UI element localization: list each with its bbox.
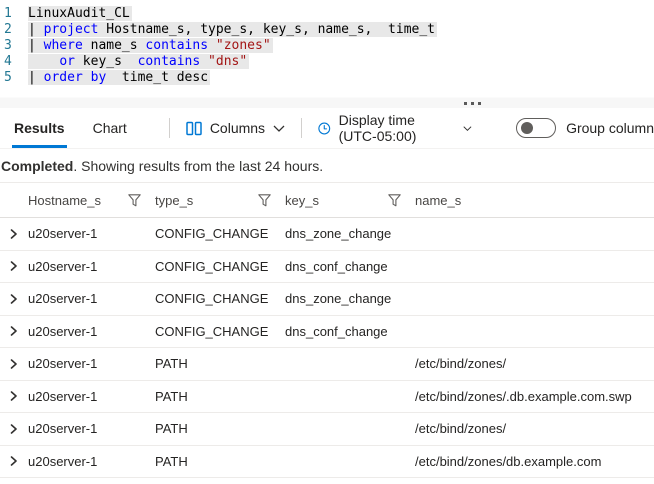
row-expand-chevron-icon[interactable] (10, 261, 18, 272)
query-code: | where name_s contains "zones" (28, 38, 273, 53)
row-expander[interactable] (0, 228, 28, 239)
column-header-label: name_s (415, 192, 462, 208)
cell-type_s: CONFIG_CHANGE (155, 226, 269, 242)
query-code: | project Hostname_s, type_s, key_s, nam… (28, 22, 437, 37)
group-columns-label: Group column (566, 120, 654, 136)
toolbar-divider (168, 118, 170, 138)
cell-type_s: CONFIG_CHANGE (155, 323, 269, 339)
cell-name_s: /etc/bind/zones/.db.example.com.swp (415, 388, 632, 404)
row-expand-chevron-icon[interactable] (10, 326, 18, 337)
column-header-key_s[interactable]: key_s (285, 193, 415, 208)
clock-icon (318, 122, 331, 134)
query-editor[interactable]: 1 LinuxAudit_CL 2 | project Hostname_s, typ… (0, 0, 654, 97)
cell-key_s: dns_conf_change (285, 323, 388, 339)
tab-results[interactable]: Results (12, 108, 67, 148)
columns-button[interactable]: Columns (186, 108, 285, 148)
line-number: 2 (4, 22, 12, 37)
columns-label: Columns (209, 120, 266, 136)
row-expander[interactable] (0, 456, 28, 467)
cell-type_s: PATH (155, 356, 188, 372)
query-code: or key_s contains "dns" (28, 54, 250, 70)
table-row[interactable]: u20server-1 PATH/etc/bind/zones/.db.examp… (0, 381, 654, 413)
query-status: Completed. Showing results from the last… (0, 149, 654, 183)
table-row[interactable]: u20server-1 CONFIG_CHANGE dns_conf_change (0, 316, 654, 348)
chevron-down-icon (463, 125, 472, 131)
cell-type_s: PATH (155, 453, 188, 469)
line-number: 3 (4, 38, 12, 53)
toggle-switch-icon[interactable] (516, 118, 557, 138)
column-header-name_s[interactable]: name_s (415, 193, 654, 208)
cell-hostname_s: u20server-1 (28, 258, 98, 274)
query-line[interactable]: 2 | project Hostname_s, type_s, key_s, na… (0, 22, 654, 38)
cell-hostname_s: u20server-1 (28, 356, 98, 372)
status-completed: Completed (1, 157, 74, 174)
line-number: 4 (4, 54, 12, 69)
query-line[interactable]: 1 LinuxAudit_CL (0, 6, 654, 22)
cell-name_s: /etc/bind/zones/ (415, 421, 507, 437)
cell-type_s: PATH (155, 421, 188, 437)
query-line[interactable]: 4 or key_s contains "dns" (0, 54, 654, 70)
column-header-label: Hostname_s (28, 192, 101, 208)
row-expander[interactable] (0, 391, 28, 402)
row-expander[interactable] (0, 293, 28, 304)
row-expander[interactable] (0, 423, 28, 434)
display-time-button[interactable]: Display time (UTC-05:00) (318, 108, 472, 148)
column-header-label: type_s (155, 192, 194, 208)
table-row[interactable]: u20server-1 CONFIG_CHANGE dns_zone_change (0, 218, 654, 251)
cell-hostname_s: u20server-1 (28, 323, 98, 339)
results-toolbar: Results Chart Columns Display time (UTC-… (0, 108, 654, 149)
row-expander[interactable] (0, 261, 28, 272)
cell-key_s: dns_conf_change (285, 258, 388, 274)
cell-hostname_s: u20server-1 (28, 291, 98, 307)
row-expand-chevron-icon[interactable] (10, 293, 18, 304)
query-line[interactable]: 3 | where name_s contains "zones" (0, 38, 654, 54)
line-number: 1 (4, 6, 12, 21)
cell-name_s: /etc/bind/zones/ (415, 356, 507, 372)
row-expand-chevron-icon[interactable] (10, 228, 18, 239)
cell-key_s: dns_zone_change (285, 226, 392, 242)
column-header-hostname_s[interactable]: Hostname_s (28, 193, 155, 208)
filter-funnel-icon[interactable] (128, 193, 141, 207)
toolbar-divider (301, 118, 303, 138)
row-expander[interactable] (0, 358, 28, 369)
cell-hostname_s: u20server-1 (28, 388, 98, 404)
table-row[interactable]: u20server-1 PATH/etc/bind/zones/ (0, 413, 654, 446)
cell-hostname_s: u20server-1 (28, 453, 98, 469)
column-header-label: key_s (285, 192, 319, 208)
cell-hostname_s: u20server-1 (28, 421, 98, 437)
tab-chart[interactable]: Chart (92, 120, 127, 136)
table-row[interactable]: u20server-1 CONFIG_CHANGE dns_conf_change (0, 251, 654, 283)
row-expand-chevron-icon[interactable] (10, 456, 18, 467)
splitter-handle-icon[interactable] (464, 102, 481, 105)
chevron-down-icon (273, 125, 285, 132)
group-columns-toggle[interactable]: Group column (516, 108, 654, 148)
cell-name_s: /etc/bind/zones/db.example.com (415, 453, 602, 469)
table-row[interactable]: u20server-1 PATH/etc/bind/zones/ (0, 348, 654, 381)
cell-type_s: PATH (155, 388, 188, 404)
status-message: . Showing results from the last 24 hours… (73, 157, 324, 174)
display-time-label: Display time (UTC-05:00) (338, 112, 417, 144)
cell-type_s: CONFIG_CHANGE (155, 291, 269, 307)
filter-funnel-icon[interactable] (388, 193, 401, 207)
table-header: Hostname_s type_s key_s name_s (0, 183, 654, 218)
row-expand-chevron-icon[interactable] (10, 423, 18, 434)
row-expand-chevron-icon[interactable] (10, 358, 18, 369)
table-row[interactable]: u20server-1 CONFIG_CHANGE dns_zone_change (0, 283, 654, 316)
query-code: | order by time_t desc (28, 70, 211, 85)
query-code: LinuxAudit_CL (28, 6, 132, 21)
row-expand-chevron-icon[interactable] (10, 391, 18, 402)
row-expander[interactable] (0, 326, 28, 337)
cell-key_s: dns_zone_change (285, 291, 392, 307)
filter-funnel-icon[interactable] (258, 193, 271, 207)
columns-icon (186, 121, 202, 135)
cell-type_s: CONFIG_CHANGE (155, 258, 269, 274)
line-number: 5 (4, 70, 12, 85)
table-row[interactable]: u20server-1 PATH/etc/bind/zones/db.exampl… (0, 446, 654, 478)
column-header-type_s[interactable]: type_s (155, 193, 285, 208)
query-line[interactable]: 5 | order by time_t desc (0, 70, 654, 86)
cell-hostname_s: u20server-1 (28, 226, 98, 242)
pane-splitter[interactable] (0, 97, 654, 108)
